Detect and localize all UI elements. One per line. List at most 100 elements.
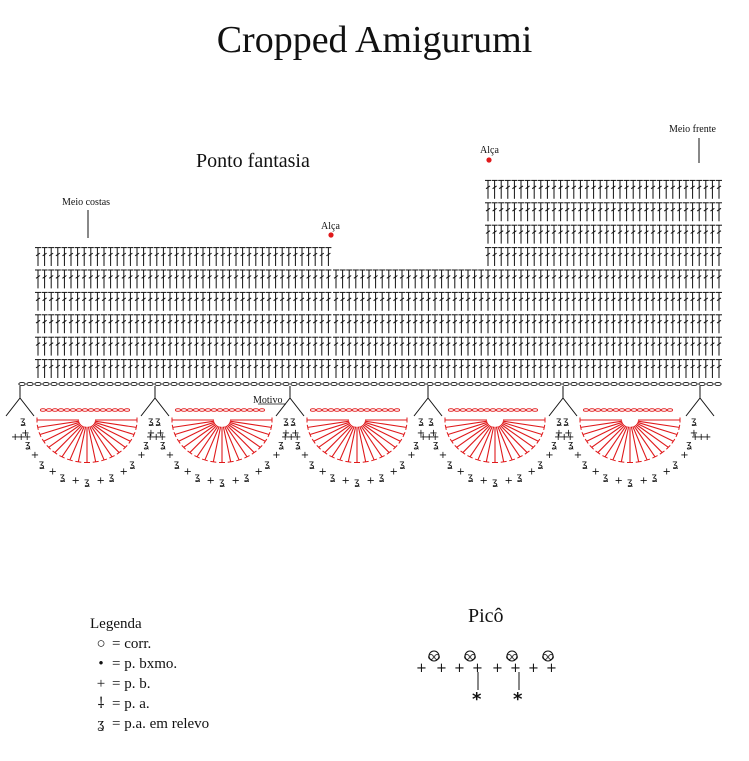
pico-single-crochet: + — [510, 661, 521, 676]
svg-text:ʓ: ʓ — [330, 472, 336, 483]
double-crochet-stitch — [339, 269, 346, 289]
double-crochet-stitch — [676, 359, 683, 378]
double-crochet-stitch — [445, 291, 452, 311]
double-crochet-stitch — [272, 314, 279, 334]
double-crochet-stitch — [127, 269, 134, 289]
double-crochet-stitch — [491, 314, 498, 334]
pico-title: Picô — [468, 605, 504, 627]
double-crochet-stitch — [346, 359, 353, 378]
double-crochet-stitch — [584, 247, 590, 266]
double-crochet-stitch — [147, 247, 154, 266]
double-crochet-stitch — [683, 224, 689, 244]
double-crochet-stitch — [663, 179, 670, 199]
double-crochet-stitch — [333, 359, 339, 378]
double-crochet-stitch — [379, 291, 386, 311]
double-crochet-stitch — [219, 247, 226, 266]
double-crochet-stitch — [630, 179, 637, 199]
double-crochet-stitch — [636, 314, 643, 334]
double-crochet-stitch — [623, 336, 630, 356]
double-crochet-stitch — [87, 314, 94, 334]
double-crochet-stitch — [305, 336, 312, 356]
svg-text:ʓ: ʓ — [195, 472, 201, 483]
double-crochet-stitch — [299, 269, 305, 289]
double-crochet-stitch — [597, 359, 604, 378]
double-crochet-stitch — [405, 291, 412, 311]
svg-text:+: + — [342, 476, 350, 487]
stitch-name-label: Ponto fantasia — [196, 150, 310, 172]
double-crochet-stitch — [193, 314, 200, 334]
double-crochet-stitch — [219, 336, 226, 356]
double-crochet-stitch — [524, 291, 531, 311]
double-crochet-stitch — [643, 202, 650, 222]
double-crochet-stitch — [325, 291, 332, 311]
double-crochet-stitch — [120, 314, 127, 334]
chain-stitch — [250, 381, 258, 387]
double-crochet-stitch — [186, 314, 193, 334]
chain-stitch — [418, 381, 426, 387]
double-crochet-stitch — [590, 291, 597, 311]
double-crochet-stitch — [134, 269, 140, 289]
double-crochet-stitch — [392, 291, 399, 311]
post-stitch-icon: ʓ — [97, 716, 105, 732]
svg-text:+: + — [554, 432, 562, 443]
double-crochet-stitch — [333, 336, 339, 356]
double-crochet-stitch — [458, 359, 465, 378]
chain-stitch — [474, 381, 482, 387]
motif: ʓ+ʓ+ʓ+ʓ+ʓ+ʓ+ʓ+ʓ+ʓ — [290, 408, 425, 488]
double-crochet-stitch — [643, 247, 650, 266]
double-crochet-stitch — [147, 291, 154, 311]
svg-text:+: + — [545, 450, 553, 461]
double-crochet-icon: ⸸ — [97, 696, 105, 712]
svg-text:ʓ: ʓ — [129, 459, 135, 470]
double-crochet-stitch — [557, 314, 564, 334]
double-crochet-stitch — [597, 336, 604, 356]
double-crochet-stitch — [669, 202, 676, 222]
double-crochet-stitch — [233, 291, 239, 311]
double-crochet-stitch — [68, 247, 74, 266]
double-crochet-stitch — [239, 359, 246, 378]
strap-markers — [328, 157, 492, 238]
double-crochet-stitch — [643, 269, 650, 289]
pico-single-crochet: + — [528, 661, 539, 676]
double-crochet-stitch — [603, 314, 610, 334]
double-crochet-stitch — [279, 359, 286, 378]
svg-text:+: + — [231, 476, 239, 487]
join-fan: +++ — [5, 386, 35, 443]
chain-stitch — [26, 381, 34, 387]
double-crochet-stitch — [101, 291, 107, 311]
double-crochet-stitch — [213, 359, 220, 378]
svg-text:+: + — [366, 476, 374, 487]
double-crochet-stitch — [465, 314, 471, 334]
chain-stitch — [362, 381, 370, 387]
double-crochet-stitch — [445, 314, 452, 334]
double-crochet-stitch — [702, 202, 709, 222]
double-crochet-stitch — [438, 269, 445, 289]
double-crochet-stitch — [570, 179, 577, 199]
double-crochet-stitch — [318, 247, 325, 266]
pico-loop — [506, 650, 518, 662]
double-crochet-stitch — [312, 336, 319, 356]
double-crochet-stitch — [160, 314, 167, 334]
double-crochet-stitch — [511, 179, 518, 199]
svg-text:+: + — [166, 450, 174, 461]
legend-item: ʓ= p.a. em relevo — [90, 714, 210, 734]
double-crochet-stitch — [219, 269, 226, 289]
double-crochet-stitch — [702, 291, 709, 311]
double-crochet-stitch — [74, 336, 81, 356]
double-crochet-stitch — [180, 314, 187, 334]
double-crochet-stitch — [252, 314, 259, 334]
double-crochet-stitch — [709, 202, 716, 222]
double-crochet-stitch — [709, 247, 716, 266]
double-crochet-stitch — [689, 224, 696, 244]
double-crochet-stitch — [551, 359, 557, 378]
chain-stitch — [386, 381, 394, 387]
double-crochet-stitch — [134, 359, 140, 378]
double-crochet-stitch — [239, 314, 246, 334]
double-crochet-stitch — [636, 202, 643, 222]
double-crochet-stitch — [153, 247, 160, 266]
double-crochet-stitch — [696, 291, 703, 311]
double-crochet-stitch — [491, 202, 498, 222]
double-crochet-stitch — [305, 314, 312, 334]
double-crochet-stitch — [339, 336, 346, 356]
double-crochet-stitch — [630, 202, 637, 222]
